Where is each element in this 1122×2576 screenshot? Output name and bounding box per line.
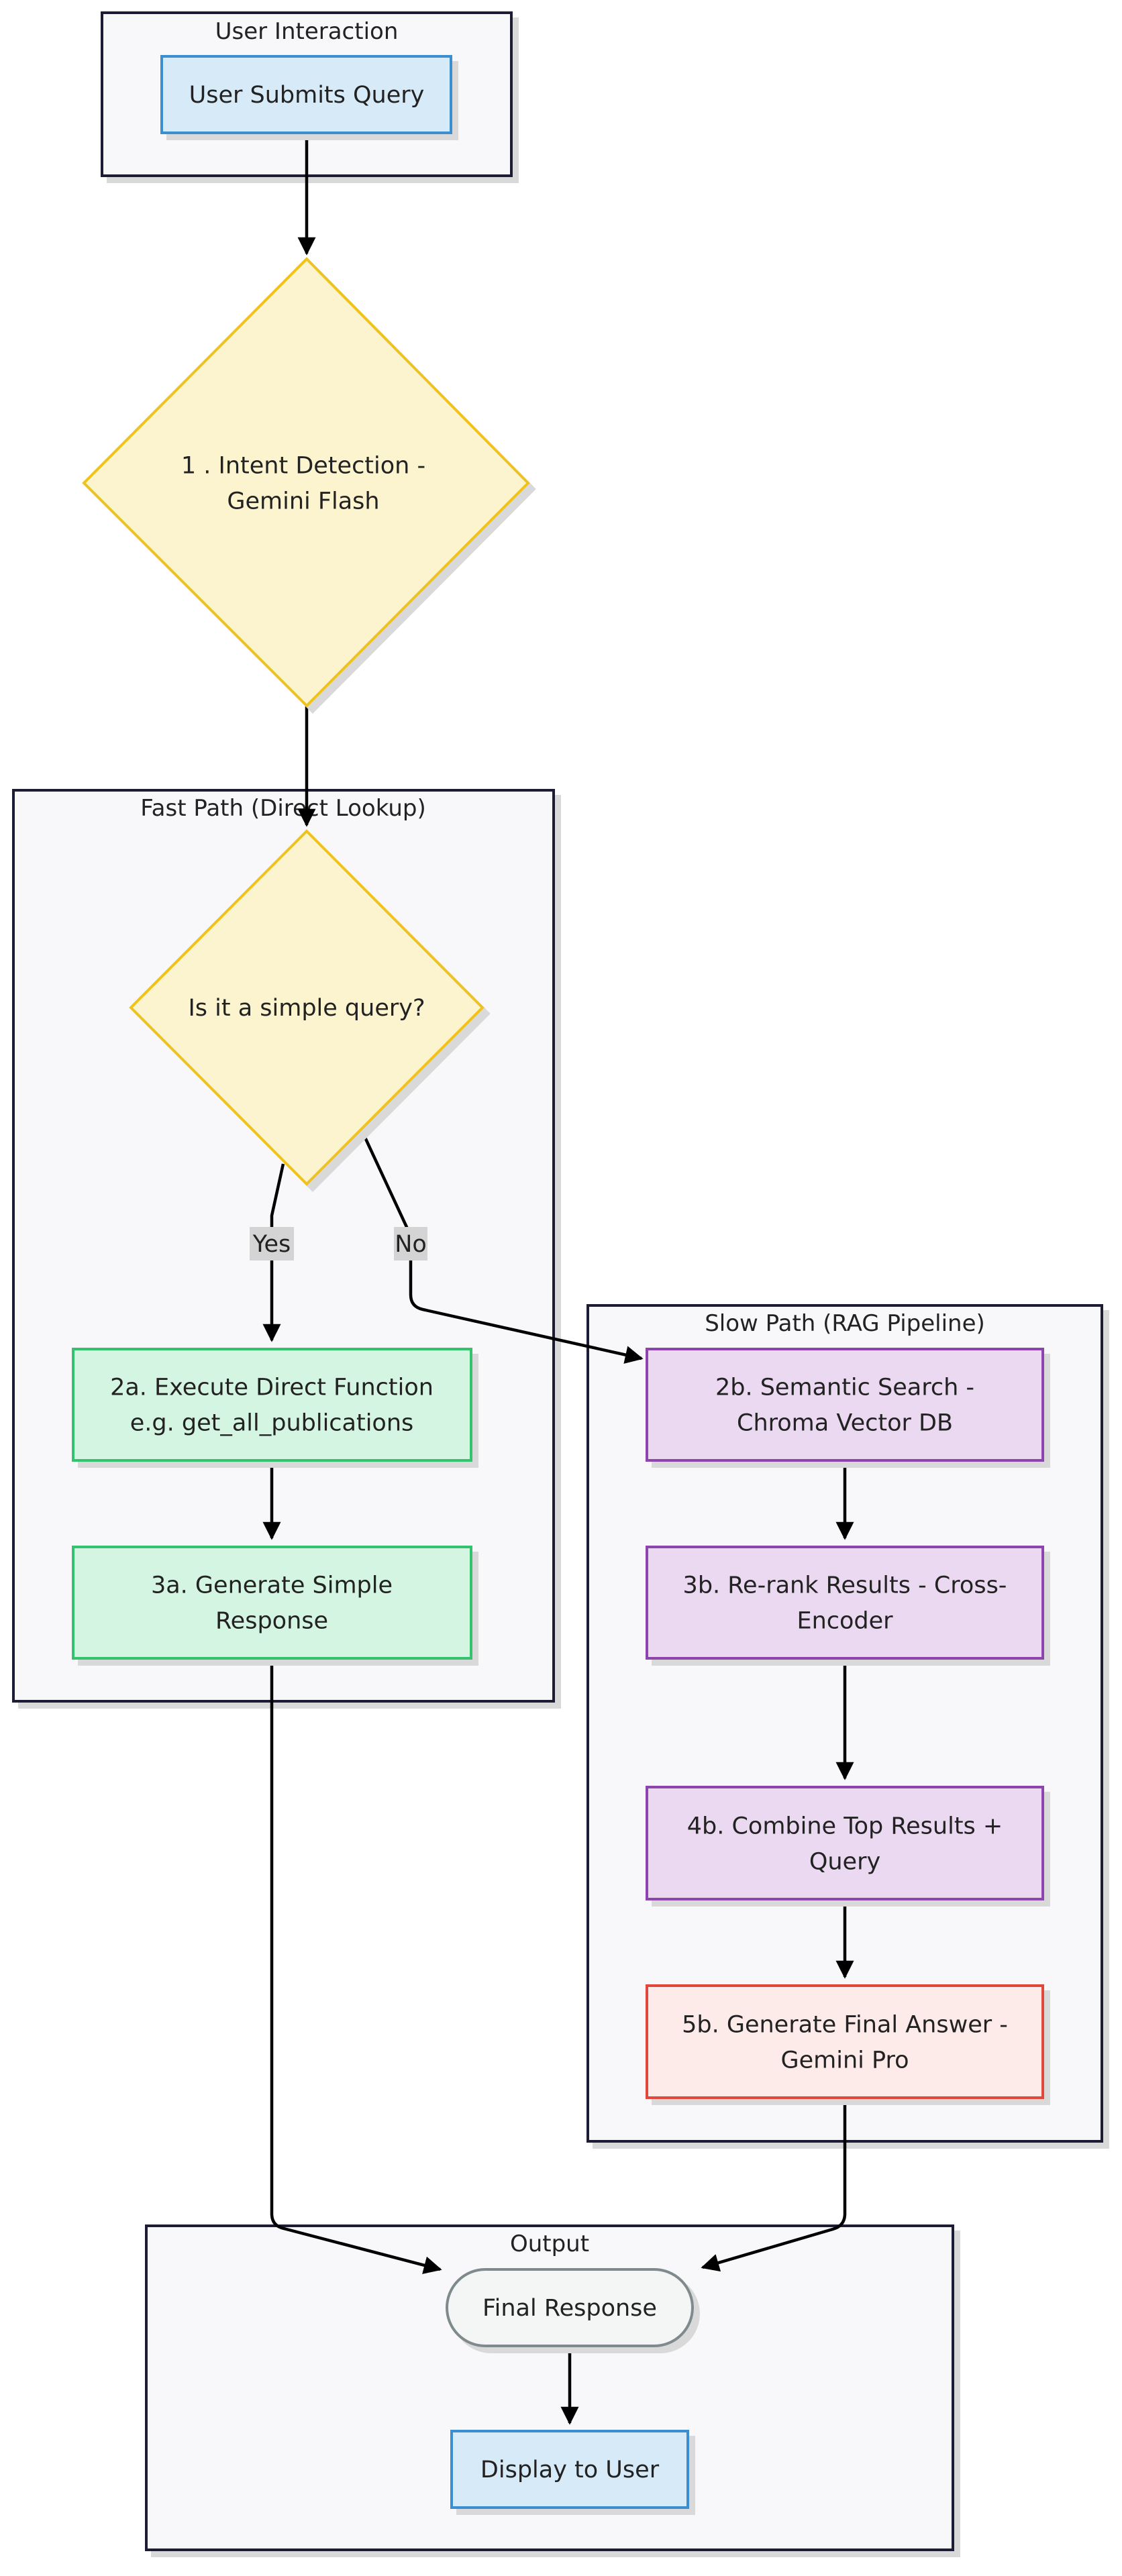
edge-label-no: No [394, 1227, 427, 1260]
node-intent-detection[interactable]: 1 . Intent Detection - Gemini Flash [82, 257, 530, 708]
node-label-generate-final-answer: 5b. Generate Final Answer - Gemini Pro [682, 2012, 1008, 2074]
node-label-display-to-user: Display to User [480, 2457, 660, 2483]
edge-label-yes-text: Yes [252, 1231, 291, 1258]
subgraph-label-user-interaction: User Interaction [215, 18, 399, 45]
node-label-simple-query-decision: Is it a simple query? [188, 995, 425, 1022]
edges [262, 133, 854, 2425]
node-final-response[interactable]: Final Response [446, 2268, 694, 2347]
node-label-line: Gemini Pro [780, 2047, 909, 2074]
node-label-line: Encoder [797, 1608, 893, 1635]
node-label-line: 3b. Re-rank Results - Cross- [683, 1572, 1007, 1599]
node-label-intent-detection: 1 . Intent Detection - Gemini Flash [181, 453, 425, 515]
node-label-line: Response [215, 1608, 328, 1635]
node-label-line: 2a. Execute Direct Function [110, 1375, 434, 1401]
node-label-line: 4b. Combine Top Results + [687, 1813, 1003, 1840]
node-label-rerank-results: 3b. Re-rank Results - Cross- Encoder [683, 1572, 1007, 1635]
node-semantic-search[interactable]: 2b. Semantic Search - Chroma Vector DB [646, 1348, 1044, 1462]
node-user-submits-query[interactable]: User Submits Query [160, 55, 452, 134]
edge-decision-no-to-semantic-search [360, 1131, 644, 1364]
node-label-user-submits-query: User Submits Query [189, 82, 425, 109]
node-label-line: 2b. Semantic Search - [715, 1375, 974, 1401]
node-execute-direct-function[interactable]: 2a. Execute Direct Function e.g. get_all_… [72, 1348, 472, 1462]
node-label-line: Gemini Flash [227, 488, 379, 515]
node-display-to-user[interactable]: Display to User [450, 2430, 689, 2509]
node-label-final-response: Final Response [482, 2295, 657, 2322]
subgraph-label-slow-path: Slow Path (RAG Pipeline) [705, 1310, 985, 1337]
edge-decision-yes-to-execute [262, 1163, 285, 1342]
node-label-line: Display to User [480, 2457, 660, 2483]
node-label-execute-direct-function: 2a. Execute Direct Function e.g. get_all_… [110, 1375, 434, 1437]
node-label-line: e.g. get_all_publications [130, 1410, 414, 1437]
edge-simple-response-to-final [270, 1658, 442, 2274]
subgraph-label-fast-path: Fast Path (Direct Lookup) [140, 795, 425, 822]
node-generate-final-answer[interactable]: 5b. Generate Final Answer - Gemini Pro [646, 1984, 1044, 2099]
node-rerank-results[interactable]: 3b. Re-rank Results - Cross- Encoder [646, 1546, 1044, 1660]
node-label-line: Chroma Vector DB [737, 1410, 953, 1437]
node-combine-top-results[interactable]: 4b. Combine Top Results + Query [646, 1786, 1044, 1900]
node-label-semantic-search: 2b. Semantic Search - Chroma Vector DB [715, 1375, 974, 1437]
node-label-line: User Submits Query [189, 82, 425, 109]
node-label-line: 5b. Generate Final Answer - [682, 2012, 1008, 2039]
edge-label-yes: Yes [250, 1227, 294, 1260]
node-label-line: 3a. Generate Simple [151, 1572, 393, 1599]
node-label-line: Is it a simple query? [188, 995, 425, 1022]
edge-label-no-text: No [395, 1231, 427, 1258]
node-label-line: Query [809, 1849, 880, 1876]
node-simple-query-decision[interactable]: Is it a simple query? [129, 829, 484, 1186]
node-label-combine-top-results: 4b. Combine Top Results + Query [687, 1813, 1003, 1876]
edge-final-answer-to-final-response [701, 2098, 847, 2272]
node-label-line: Final Response [482, 2295, 657, 2322]
node-label-line: 1 . Intent Detection - [181, 453, 425, 480]
subgraph-label-output: Output [510, 2231, 589, 2257]
